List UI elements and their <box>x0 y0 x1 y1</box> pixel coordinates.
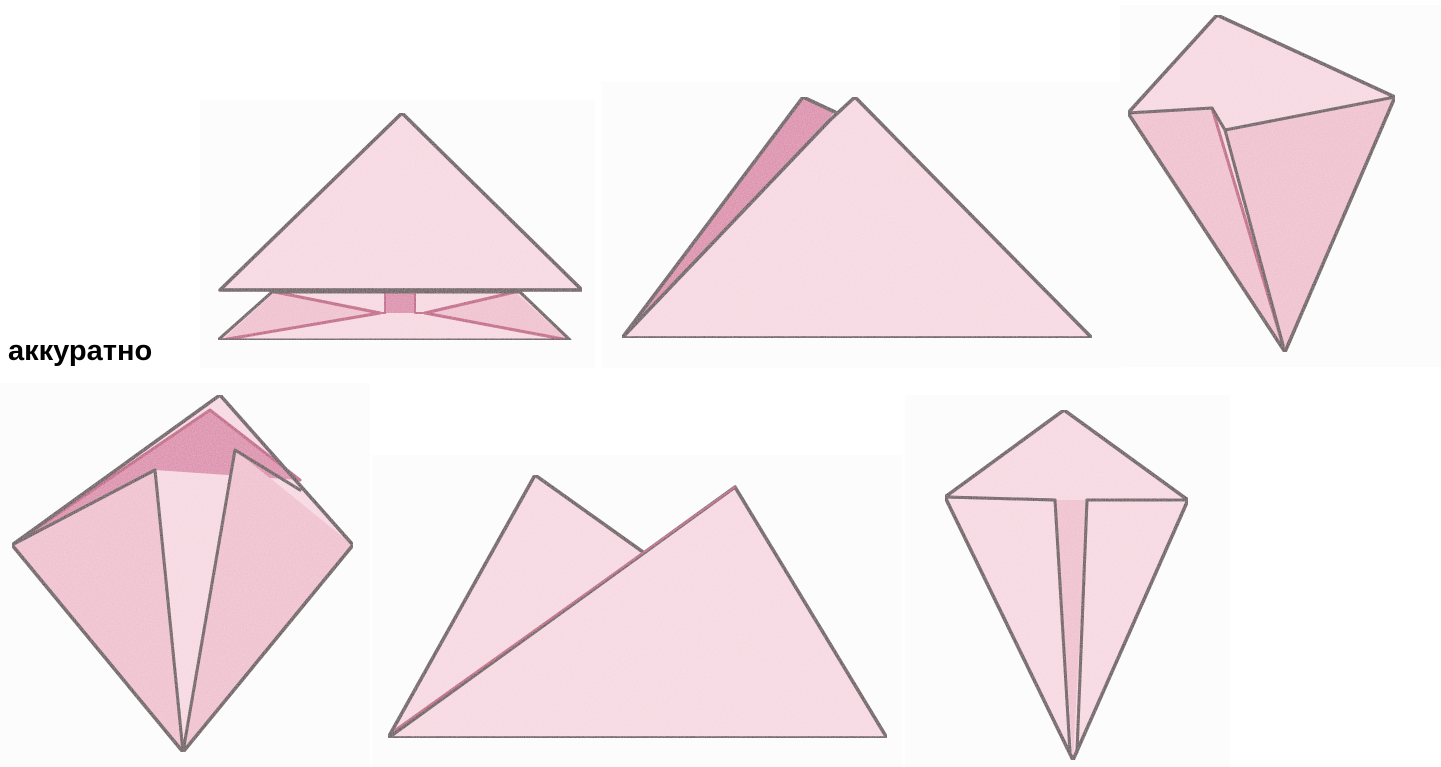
caption-text: аккуратно <box>8 337 152 366</box>
